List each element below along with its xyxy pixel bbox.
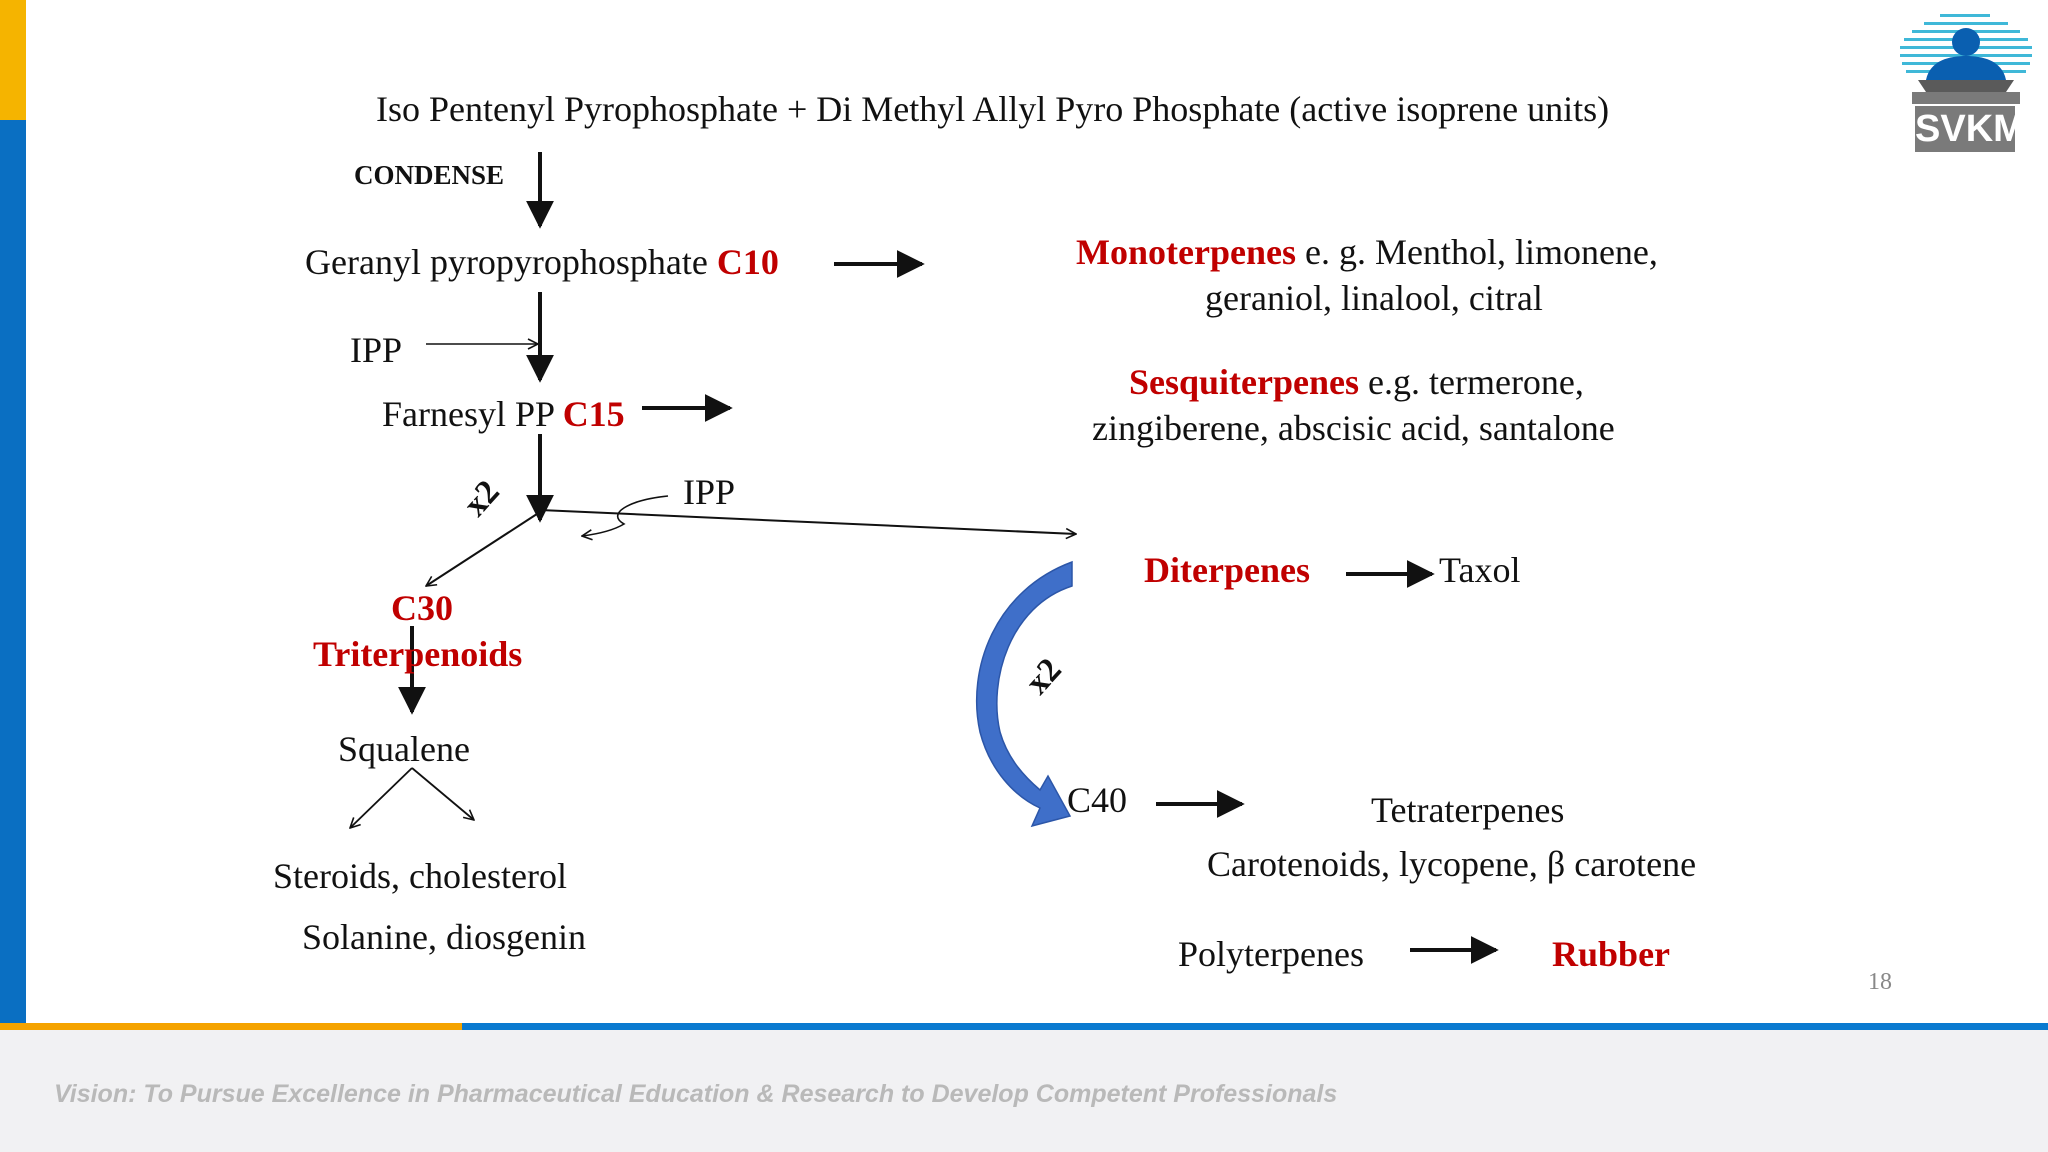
solanine-label: Solanine, diosgenin (302, 917, 586, 957)
diterpenes-label: Diterpenes (1144, 550, 1310, 590)
squalene-label: Squalene (338, 729, 470, 769)
left-accent-bar-top (0, 0, 26, 120)
geranyl-carbon: C10 (716, 242, 779, 282)
page-number: 18 (1868, 969, 1892, 995)
c40-label: C40 (1067, 780, 1128, 820)
logo-text: SVKM (1915, 106, 2025, 152)
monoterpenes-line1: Monoterpenes e. g. Menthol, limonene, (1076, 232, 1658, 272)
farnesyl-carbon: C15 (562, 394, 625, 434)
sesquiterpenes-line1: Sesquiterpenes e.g. termerone, (1129, 362, 1584, 402)
squalene-right-arrow (411, 767, 474, 820)
rubber-label: Rubber (1552, 934, 1671, 974)
monoterpenes-name: Monoterpenes (1076, 232, 1296, 272)
polyterpenes-label: Polyterpenes (1178, 934, 1364, 974)
ipp-arrow-2 (582, 495, 669, 536)
geranyl-label: Geranyl pyropyrophosphate C10 (305, 242, 779, 282)
precursors-title: Iso Pentenyl Pyrophosphate + Di Methyl A… (376, 89, 1610, 129)
triterpenoids-label: Triterpenoids (313, 634, 523, 674)
monoterpenes-line2: geraniol, linalool, citral (1205, 278, 1543, 318)
condense-label: CONDENSE (354, 160, 505, 190)
vision-statement: Vision: To Pursue Excellence in Pharmace… (54, 1080, 1338, 1108)
arrow-lines (350, 152, 1499, 964)
diterpenes-branch-arrow (539, 509, 1076, 534)
footer-band (0, 1030, 2048, 1152)
sesquiterpenes-name: Sesquiterpenes (1129, 362, 1360, 402)
ipp-label-1: IPP (350, 330, 403, 370)
reader-at-desk-logo-icon (1900, 8, 2032, 104)
c30-diagonal-arrow (426, 511, 541, 586)
sesquiterpenes-line2: zingiberene, abscisic acid, santalone (1092, 408, 1615, 448)
ipp-label-2: IPP (683, 472, 736, 512)
c30-label: C30 (391, 588, 453, 628)
carotenoids-label: Carotenoids, lycopene, β carotene (1207, 844, 1697, 884)
footer-rule-orange (0, 1023, 462, 1031)
footer-rule-blue (462, 1023, 2048, 1031)
tetraterpenes-label: Tetraterpenes (1371, 790, 1565, 830)
steroids-label: Steroids, cholesterol (273, 856, 567, 896)
squalene-left-arrow (350, 767, 413, 828)
taxol-label: Taxol (1439, 550, 1521, 590)
farnesyl-label: Farnesyl PP C15 (382, 394, 625, 434)
curved-blue-arrow (976, 560, 1073, 828)
left-accent-bar (0, 0, 26, 1024)
